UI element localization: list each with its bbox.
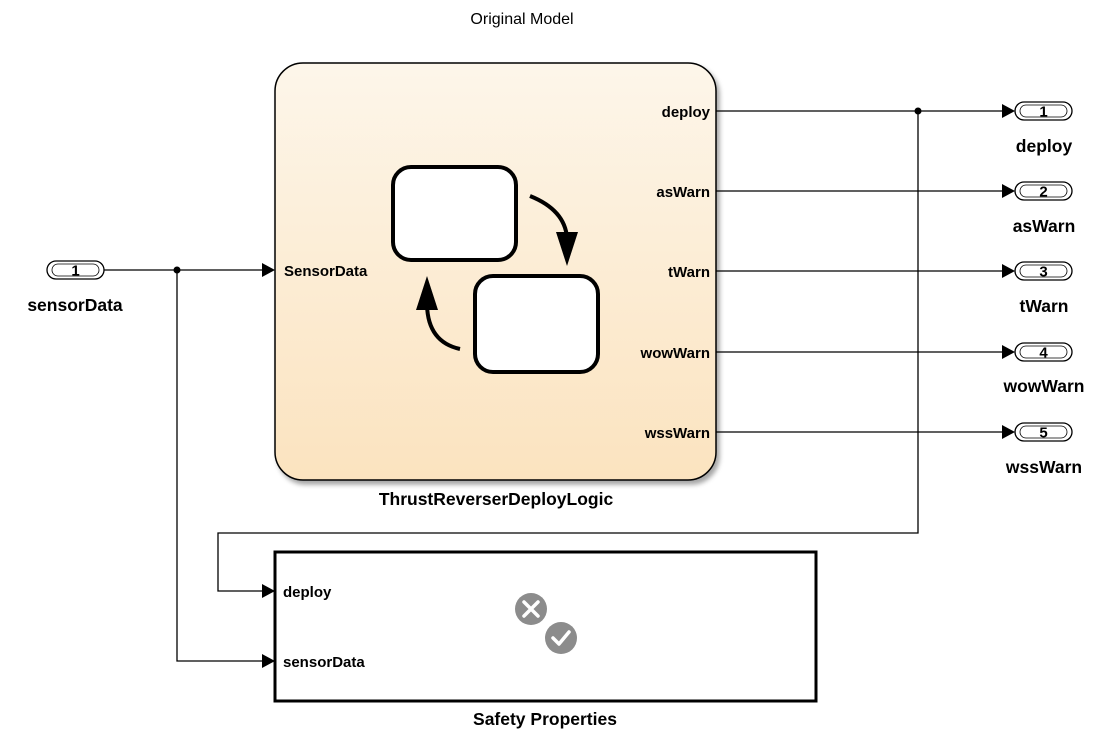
chart-block-name: ThrustReverserDeployLogic bbox=[379, 489, 614, 509]
chart-output-label-aswarn: asWarn bbox=[656, 184, 710, 201]
outport-name: tWarn bbox=[1020, 296, 1069, 316]
outport-wowwarn[interactable]: 4 wowWarn bbox=[1002, 342, 1085, 396]
branch-point-deploy bbox=[914, 107, 922, 115]
outport-wsswarn[interactable]: 5 wssWarn bbox=[1005, 422, 1082, 477]
wire-deploy-branch[interactable] bbox=[217, 111, 919, 592]
outport-aswarn[interactable]: 2 asWarn bbox=[1013, 181, 1076, 236]
inport-name: sensorData bbox=[27, 295, 123, 315]
outport-number: 3 bbox=[1039, 264, 1047, 281]
outport-twarn[interactable]: 3 tWarn bbox=[1014, 261, 1073, 316]
outport-name: asWarn bbox=[1013, 216, 1076, 236]
chart-output-label-deploy: deploy bbox=[662, 104, 711, 121]
inport-sensordata[interactable]: 1 sensorData bbox=[27, 260, 123, 315]
branch-point-sensordata bbox=[173, 266, 181, 274]
chart-output-label-twarn: tWarn bbox=[668, 264, 710, 281]
outport-name: wowWarn bbox=[1002, 376, 1084, 396]
outport-name: wssWarn bbox=[1005, 457, 1082, 477]
outport-number: 2 bbox=[1039, 184, 1047, 201]
chart-output-label-wowwarn: wowWarn bbox=[640, 345, 710, 362]
chart-block-thrust-reverser[interactable]: SensorData deploy asWarn tWarn wowWarn w… bbox=[274, 62, 717, 481]
stateflow-chart-icon bbox=[391, 165, 600, 374]
subsystem-safety-properties[interactable]: deploy sensorData bbox=[273, 550, 818, 703]
wire-arrowheads bbox=[262, 104, 1015, 668]
outport-number: 1 bbox=[1039, 104, 1047, 121]
outport-deploy[interactable]: 1 deploy bbox=[1014, 101, 1073, 156]
chart-input-port-label: SensorData bbox=[284, 263, 368, 280]
subsystem-name: Safety Properties bbox=[473, 709, 617, 729]
outport-number: 5 bbox=[1039, 425, 1047, 442]
wire-sensordata-branch[interactable] bbox=[176, 270, 268, 662]
subsystem-input-label-sensordata: sensorData bbox=[283, 654, 365, 671]
outport-number: 4 bbox=[1039, 345, 1048, 362]
inport-number: 1 bbox=[71, 263, 79, 280]
chart-output-label-wsswarn: wssWarn bbox=[644, 425, 710, 442]
model-title: Original Model bbox=[470, 11, 573, 28]
signal-lines bbox=[104, 107, 1006, 662]
verification-status-icon bbox=[515, 593, 580, 657]
outport-name: deploy bbox=[1016, 136, 1073, 156]
subsystem-input-label-deploy: deploy bbox=[283, 584, 332, 601]
